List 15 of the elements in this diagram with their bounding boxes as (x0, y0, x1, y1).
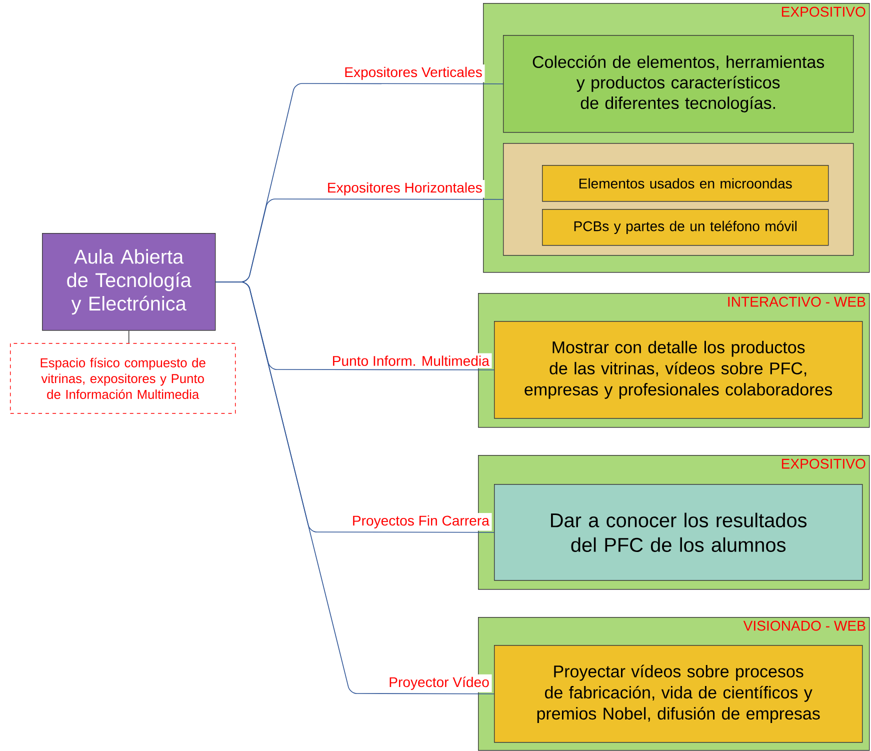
edge-label: Proyectos Fin Carrera (350, 512, 492, 531)
edge-label: Expositores Horizontales (324, 180, 485, 198)
edge-label: Punto Inform. Multimedia (330, 353, 492, 368)
item-box: PCBs y partes de un teléfono móvil (542, 209, 829, 246)
item-box: Elementos usados en microondas (542, 165, 829, 202)
edge-label: Proyector Vídeo (386, 674, 492, 692)
description-box: Colección de elementos, herramientas y productos característicos de diferentes tecnologías. (503, 35, 854, 133)
description-box: Proyectar vídeos sobre procesos de fabricación, vida de científicos y premios Nobel, difusión de empresas (494, 645, 863, 743)
connector-line (128, 330, 130, 344)
edge-label: Expositores Verticales (342, 64, 485, 82)
root-box: Aula Abierta de Tecnología y Electrónica (42, 233, 216, 331)
note-box: Espacio físico compuesto de vitrinas, expositores y Punto de Información Multimedia (10, 343, 236, 414)
description-box: Dar a conocer los resultados del PFC de los alumnos (494, 484, 863, 581)
description-box: Mostrar con detalle los productos de las vitrinas, vídeos sobre PFC, empresas y profesionales colaboradores (494, 321, 863, 419)
connector-line (215, 281, 494, 694)
